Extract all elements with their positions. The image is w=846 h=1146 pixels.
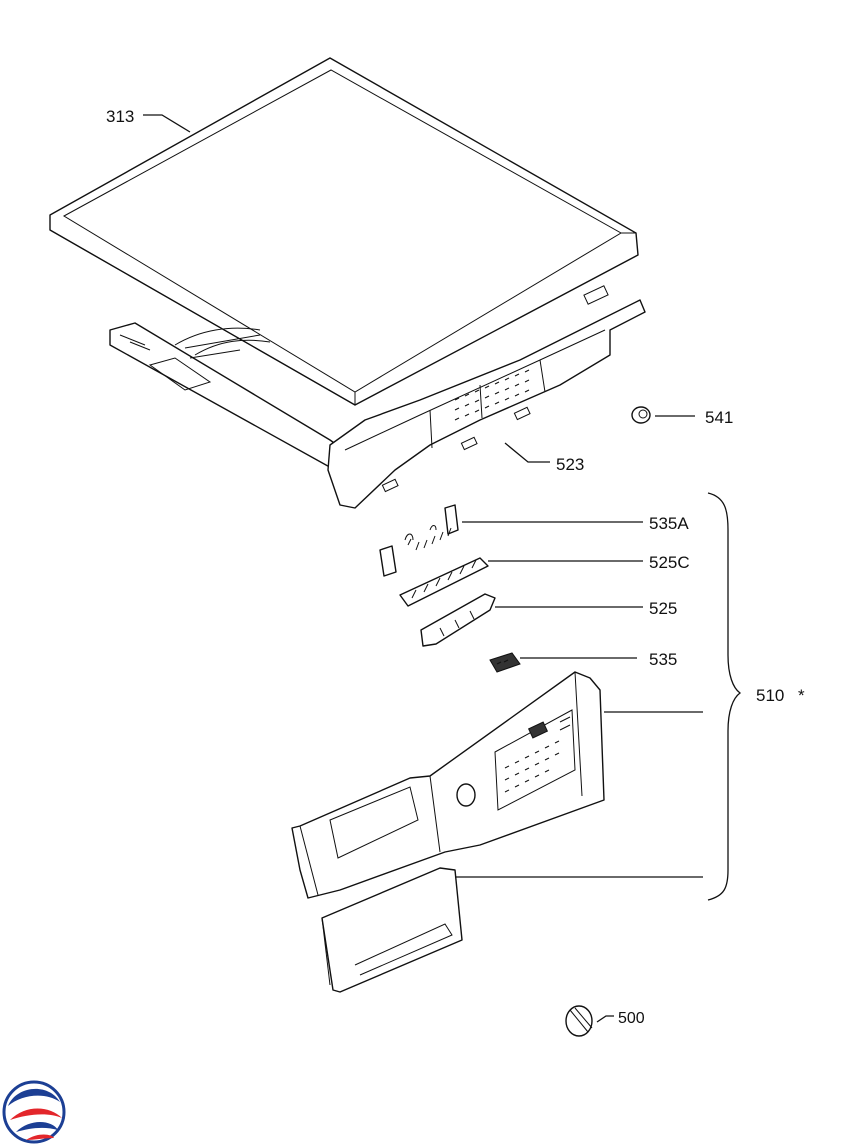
part-500-knob	[565, 1005, 593, 1037]
label-541: 541	[705, 408, 733, 427]
label-535A: 535A	[649, 514, 689, 533]
part-525-button-strip	[420, 593, 496, 647]
part-510-control-panel	[291, 671, 605, 899]
part-313-top-cover	[49, 57, 639, 406]
label-500: 500	[618, 1010, 645, 1027]
group-510-brace	[707, 492, 742, 901]
part-541-grommet	[631, 406, 651, 424]
label-525: 525	[649, 599, 677, 618]
frame-vent-slots	[454, 369, 530, 421]
label-535: 535	[649, 650, 677, 669]
brand-logo-icon	[2, 1080, 66, 1144]
label-510: 510	[756, 686, 784, 705]
leader-lines	[143, 114, 703, 1023]
panel-display-area	[494, 709, 576, 811]
label-525C: 525C	[649, 553, 690, 572]
label-510-asterisk: *	[798, 686, 805, 705]
part-525C-switch-block	[379, 545, 489, 607]
part-535-connector	[489, 652, 521, 673]
part-535A-button-rods	[404, 504, 459, 551]
part-510-detergent-drawer	[321, 867, 463, 993]
label-313: 313	[106, 107, 134, 126]
part-523-frame	[109, 285, 646, 509]
label-523: 523	[556, 455, 584, 474]
